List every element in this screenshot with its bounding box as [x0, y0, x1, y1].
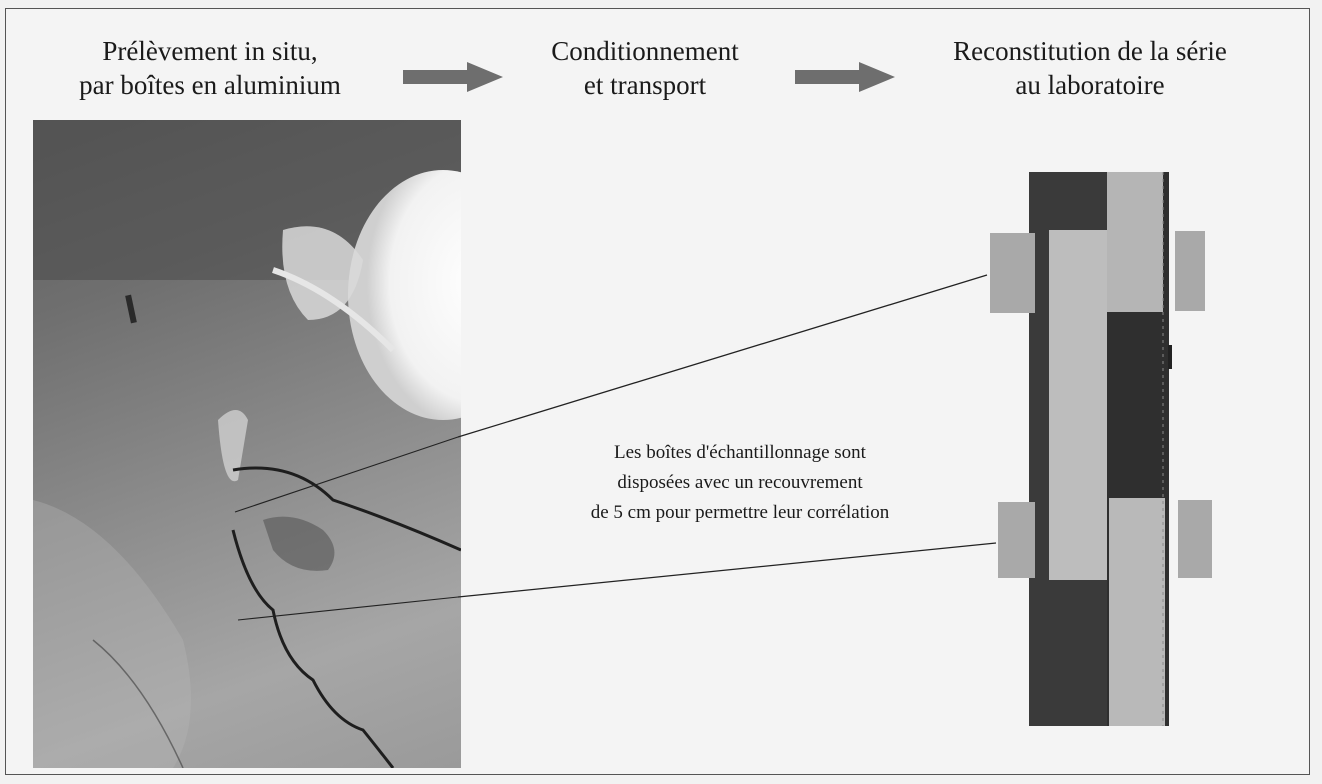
right-arrow-icon [403, 62, 503, 92]
step-reconstitution-line1: Reconstitution de la série [953, 36, 1227, 66]
right-arrow-icon [795, 62, 895, 92]
step-sampling-label: Prélèvement in situ, par boîtes en alumi… [50, 34, 370, 102]
caption-line2: disposées avec un recouvrement [617, 472, 863, 493]
overlap-box-lower-right [1178, 500, 1212, 578]
correlation-line-lower [457, 542, 997, 598]
caption-line1: Les boîtes d'échantillonnage sont [614, 442, 866, 463]
step-reconstitution-line2: au laboratoire [1015, 70, 1165, 100]
step-sampling-line2: par boîtes en aluminium [79, 70, 341, 100]
photo-box-line-upper [234, 436, 459, 513]
photo-box-line-lower [237, 596, 459, 621]
overlap-box-upper-left [990, 233, 1035, 313]
correlation-line-upper [457, 274, 988, 438]
caption-line3: de 5 cm pour permettre leur corrélation [590, 502, 890, 523]
field-sampling-photo [33, 120, 461, 768]
step-transport-label: Conditionnement et transport [525, 34, 765, 102]
overlap-box-lower-left [998, 502, 1035, 578]
overlap-box-upper-right [1175, 231, 1205, 311]
step-reconstitution-label: Reconstitution de la série au laboratoir… [920, 34, 1260, 102]
step-transport-line2: et transport [583, 70, 707, 100]
step-transport-line1: Conditionnement [551, 36, 739, 66]
reconstituted-core-series [1029, 172, 1169, 726]
step-sampling-line1: Prélèvement in situ, [102, 36, 318, 66]
overlap-caption: Les boîtes d'échantillonnage sont dispos… [540, 438, 940, 528]
core-marker [1168, 345, 1172, 369]
